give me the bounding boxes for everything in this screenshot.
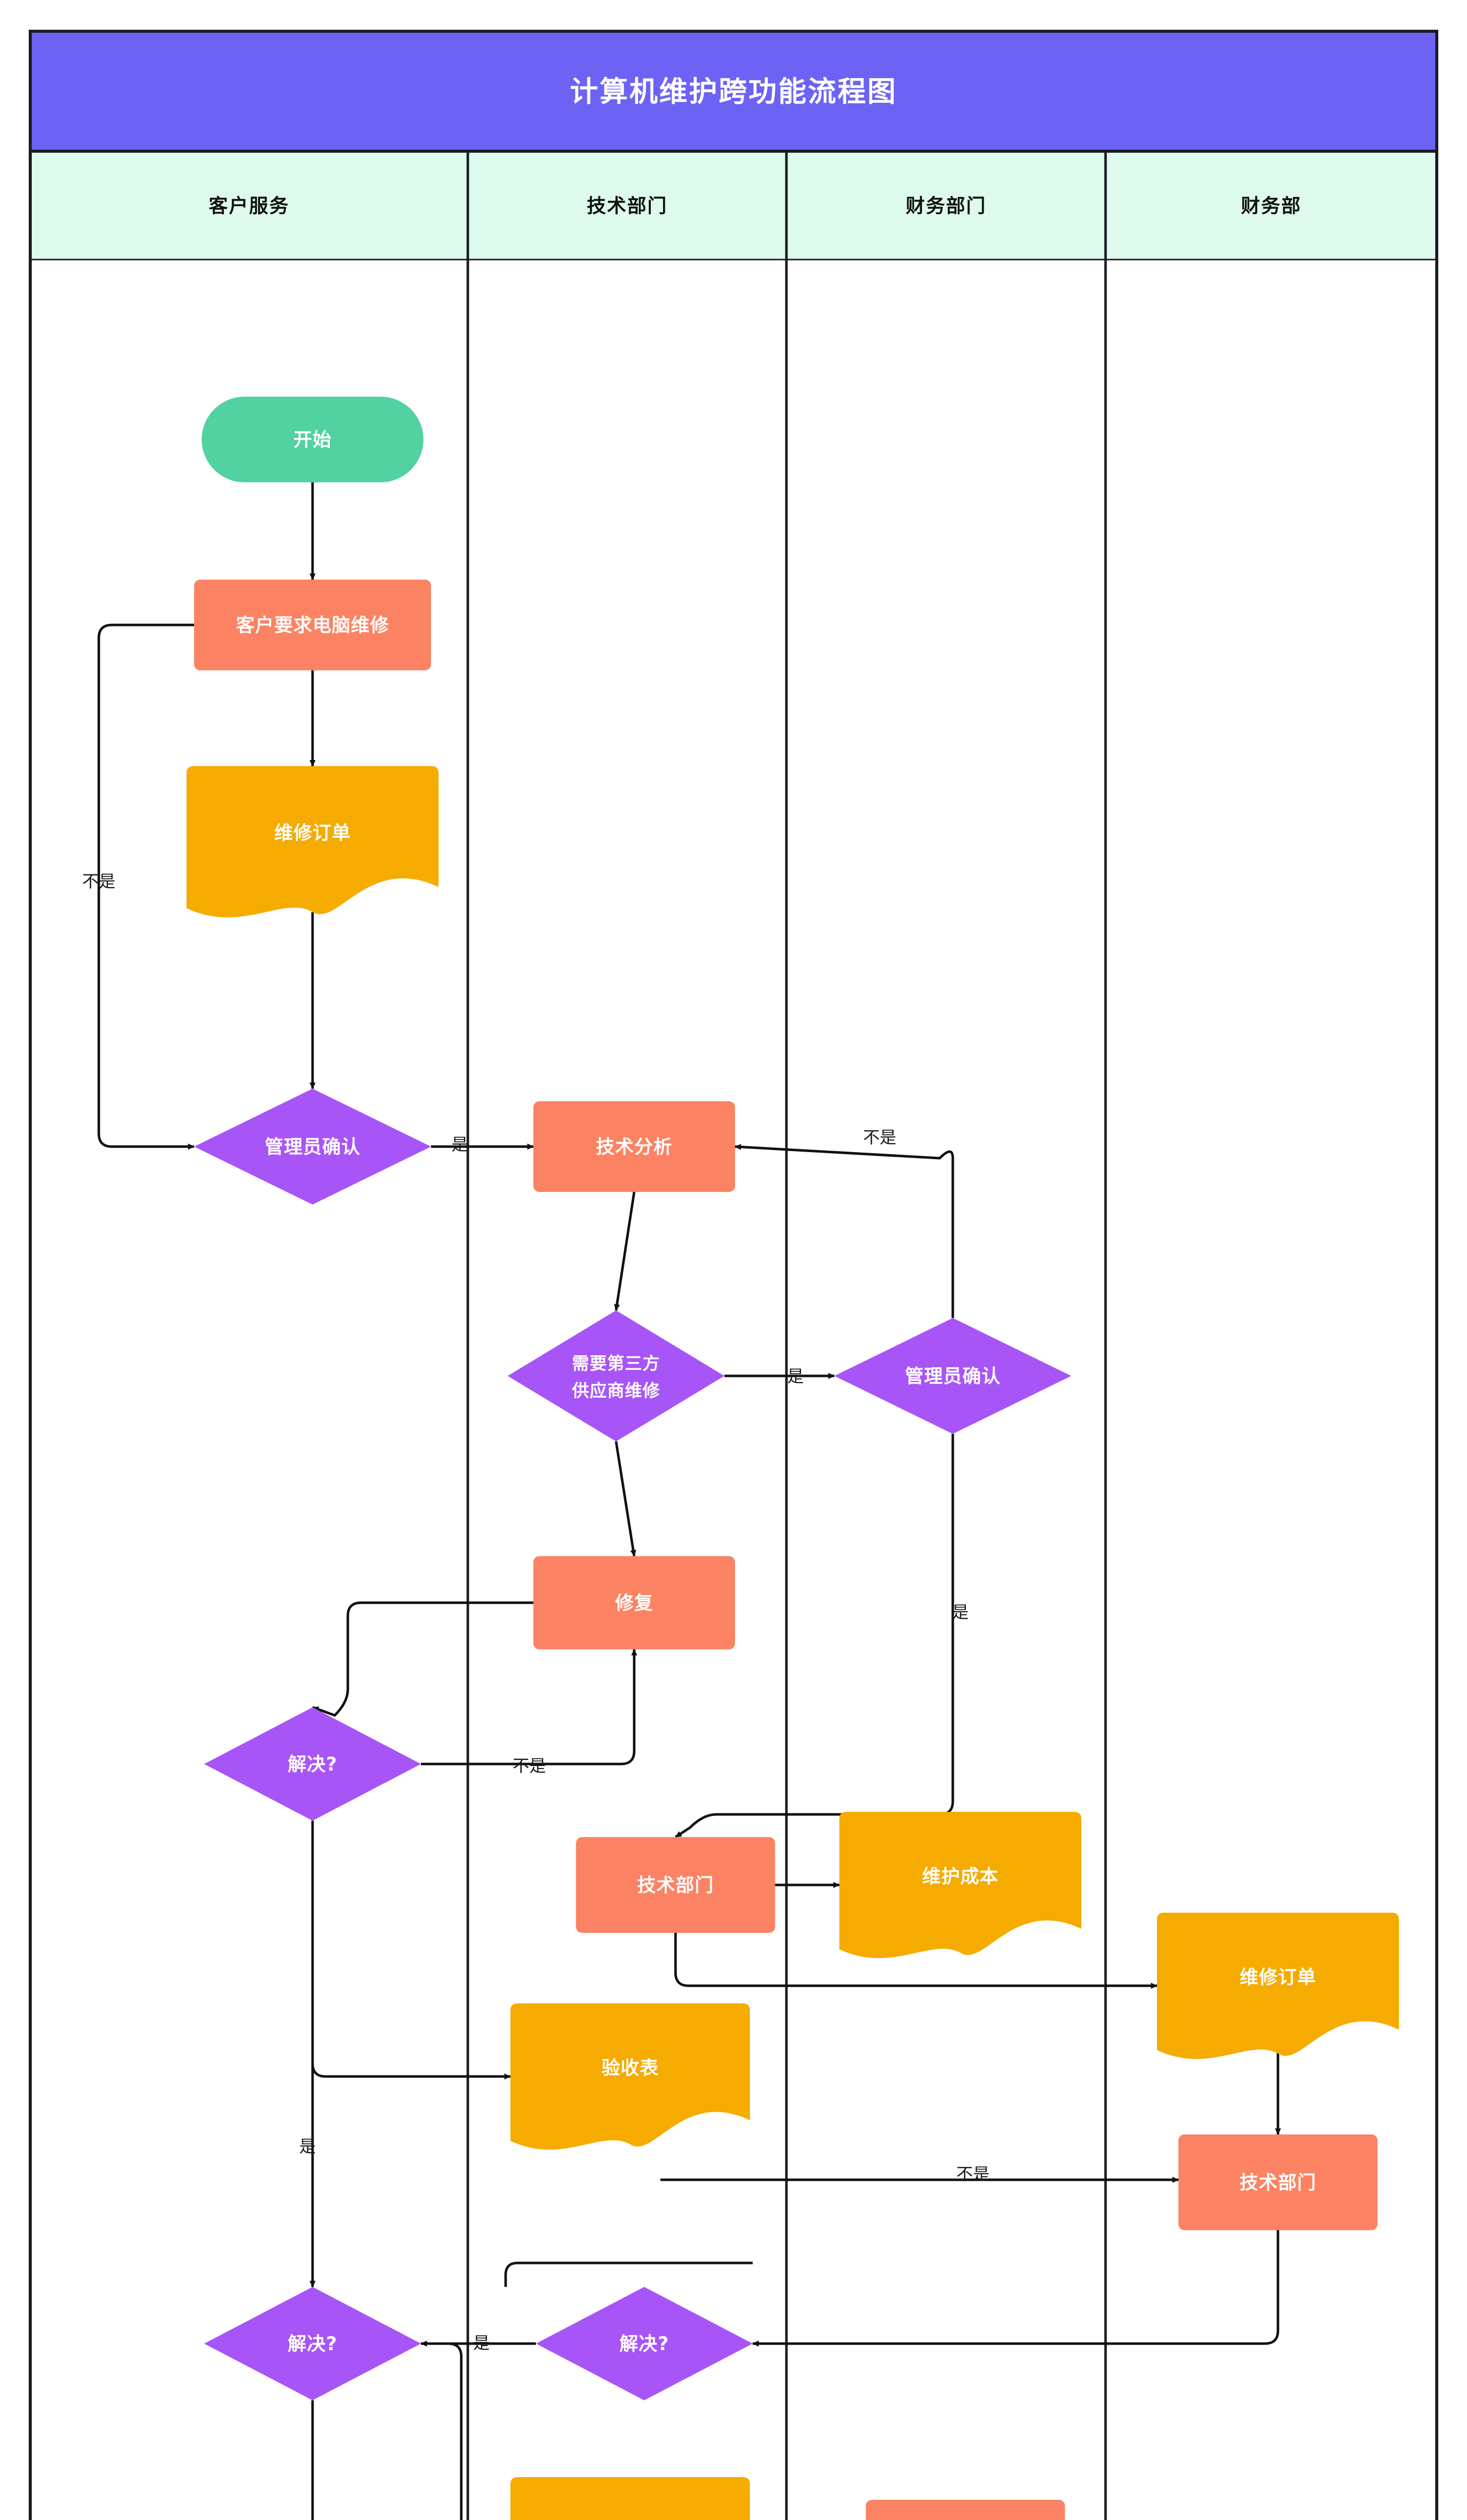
flow-node-n8[interactable]: 修复 — [533, 1556, 735, 1650]
flow-node-label: 解决? — [288, 1753, 337, 1775]
flow-node-n13[interactable]: 验收表 — [510, 2003, 750, 2150]
flow-node-n4[interactable]: 管理员确认 — [194, 1089, 431, 1205]
decision-shape — [536, 2287, 753, 2401]
edge — [735, 1144, 954, 1318]
edge-label: 是 — [452, 1135, 468, 1154]
flow-node-n3[interactable]: 维修订单 — [187, 766, 439, 918]
edge-label: 不是 — [513, 1756, 546, 1776]
edge — [312, 1601, 533, 1717]
flow-node-label: 修复 — [615, 1592, 653, 1614]
flow-node-n11[interactable]: 维护成本 — [839, 1812, 1081, 1959]
edge — [615, 1441, 637, 1557]
process-shape — [533, 1556, 735, 1650]
decision-shape — [834, 1318, 1071, 1434]
document-shape — [1157, 1913, 1399, 2059]
flow-node-n15[interactable]: 解决? — [204, 2287, 421, 2401]
lane-header-3: 财务部门 — [905, 195, 986, 217]
flow-node-label: 需要第三方 — [572, 1354, 660, 1374]
edge-label: 不是 — [956, 2164, 990, 2184]
flow-node-label: 开始 — [293, 429, 332, 451]
edge — [97, 623, 195, 1150]
edge — [674, 1933, 1157, 1989]
process-shape — [1178, 2134, 1378, 2230]
flow-node-label: 解决? — [620, 2333, 669, 2355]
lane-header-1: 客户服务 — [209, 195, 289, 217]
decision-shape — [204, 1707, 421, 1821]
flow-node-label: 维护成本 — [922, 1866, 999, 1887]
flow-node-n14[interactable]: 技术部门 — [1178, 2134, 1378, 2230]
flow-node-n16[interactable]: 解决? — [536, 2287, 753, 2401]
flow-node-label: 管理员确认 — [265, 1136, 360, 1158]
process-shape — [866, 2500, 1065, 2520]
flow-node-n5[interactable]: 技术分析 — [533, 1101, 735, 1192]
flow-node-n19[interactable]: 付款 — [866, 2500, 1065, 2520]
node-layer: 开始客户要求电脑维修维修订单管理员确认技术分析需要第三方供应商维修管理员确认修复… — [187, 397, 1399, 2520]
flow-node-label: 解决? — [288, 2333, 337, 2355]
edge — [614, 1191, 636, 1311]
document-shape — [510, 2477, 750, 2520]
decision-shape — [508, 1310, 724, 1441]
edge — [752, 2230, 1279, 2347]
flow-node-n9[interactable]: 解决? — [204, 1707, 421, 1821]
edge-label: 是 — [473, 2333, 490, 2353]
decision-shape — [204, 2287, 421, 2401]
lane-header-2: 技术部门 — [587, 195, 667, 217]
edge-label: 是 — [952, 1602, 969, 1622]
flow-node-label: 验收表 — [601, 2057, 659, 2079]
terminator-shape — [202, 397, 423, 482]
process-shape — [533, 1101, 735, 1192]
page-title: 计算机维护跨功能流程图 — [570, 76, 897, 108]
document-shape — [187, 766, 439, 918]
flow-node-n10[interactable]: 技术部门 — [576, 1837, 775, 1933]
process-shape — [576, 1837, 775, 1933]
process-shape — [194, 580, 431, 670]
flow-node-n7[interactable]: 管理员确认 — [834, 1318, 1071, 1434]
flow-node-label: 管理员确认 — [905, 1365, 1001, 1387]
edge — [435, 2342, 463, 2520]
flow-node-n1[interactable]: 开始 — [202, 397, 423, 482]
flow-node-label: 客户要求电脑维修 — [236, 614, 389, 636]
document-shape — [839, 1812, 1081, 1959]
edge-label: 不是 — [82, 871, 115, 891]
edge — [421, 1649, 637, 1766]
flow-node-n2[interactable]: 客户要求电脑维修 — [194, 580, 431, 670]
edge-label: 是 — [299, 2136, 316, 2156]
edge-layer — [97, 482, 1281, 2520]
flow-node-n12[interactable]: 维修订单 — [1157, 1913, 1399, 2059]
edge-label-layer: 不是是不是是是不是是不是是 — [82, 871, 990, 2353]
document-shape — [510, 2003, 750, 2150]
edge-label: 是 — [787, 1366, 804, 1386]
decision-shape — [194, 1089, 431, 1205]
flow-node-label: 供应商维修 — [572, 1381, 660, 1401]
edge — [675, 1434, 954, 1839]
flow-node-label: 维修订单 — [1240, 1967, 1316, 1988]
flow-node-label: 技术部门 — [637, 1874, 714, 1896]
flow-node-label: 技术分析 — [596, 1136, 673, 1158]
lane-header-4: 财务部 — [1241, 195, 1301, 217]
edge — [504, 2261, 753, 2287]
edge-label: 不是 — [863, 1127, 896, 1147]
flow-node-label: 维修订单 — [274, 822, 351, 844]
flow-node-label: 技术部门 — [1240, 2172, 1316, 2193]
flow-node-n18[interactable]: 验收表 — [510, 2477, 750, 2520]
